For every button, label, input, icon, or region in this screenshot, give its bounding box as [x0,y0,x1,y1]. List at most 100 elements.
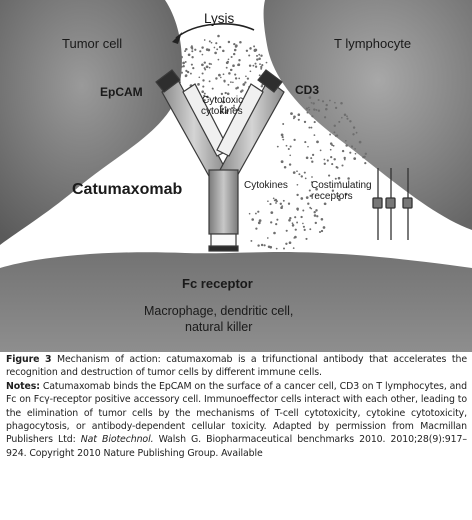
cytokine-dot [329,99,331,102]
cytokine-dot [300,215,303,219]
cytokine-dot [311,160,314,163]
cytokine-dot [203,92,206,95]
cytokine-dot [281,136,284,139]
journal-name: Nat Biotechnol. [80,434,154,446]
cytokine-dot [219,105,223,108]
cytokine-dot [186,70,190,74]
cytokine-dot [300,197,304,200]
mechanism-diagram: Lysis Tumor cell T lymphocyte EpCAM CD3 … [0,0,472,352]
cytokine-dot [303,171,306,174]
cytokine-dot [313,211,316,214]
cytokine-dot [265,61,268,64]
cytokine-dot [294,228,297,231]
cytokine-dot [354,152,357,155]
cytokine-dot [293,117,295,120]
cytokine-dot [307,145,309,148]
cytokine-dot [319,149,322,152]
cytokine-dot [310,181,313,184]
t-lymphocyte-cell [263,0,472,230]
cytokine-dot [293,138,296,142]
cytokine-dot [260,85,264,88]
cytokine-dot [207,98,210,101]
cytokines-label: Cytokines [244,180,288,191]
cytokine-dot [297,113,301,116]
cytokine-dot [236,86,239,89]
cytokine-dot [307,202,310,205]
cytokine-dot [316,215,319,218]
cytokine-dot [289,145,292,148]
cytokine-dot [308,109,311,111]
notes-label: Notes: [6,380,40,392]
cytokine-dot [364,152,367,155]
cytokine-dot [310,126,313,129]
cytokine-dot [254,212,257,215]
lysis-arrowhead [172,32,182,44]
cytokine-dot [282,138,285,141]
cytokine-dot [275,223,278,226]
cytokine-dot [338,198,341,202]
cytokine-dot [246,77,250,80]
costimulating-label-2: receptors [311,191,353,202]
cytokine-dot [239,41,242,44]
cytokine-dot [241,89,244,92]
cytokine-dot [290,112,293,115]
cytokine-dot [326,159,329,162]
cytokine-dot [334,101,336,104]
cytokine-dot [338,181,341,184]
cytokine-dot [311,115,314,118]
cytokine-dot [194,48,197,51]
caption-title-paragraph: Figure 3 Mechanism of action: catumaxoma… [6,353,467,380]
cytokine-dot [180,65,183,68]
cytokine-dot [304,141,307,144]
cytokine-dot [184,60,187,63]
cytokine-dot [300,175,303,178]
cytokine-dot [245,75,247,78]
cytokine-dot [182,61,185,65]
cytokine-dot [211,87,214,90]
cytokine-dot [248,54,251,57]
cytokine-dot [313,121,316,124]
cytokine-dot [192,67,195,70]
cytokine-dot [230,81,232,83]
cytokine-dot [312,102,315,105]
cd3-label: CD3 [295,83,319,97]
cytokine-dot [349,120,352,123]
cytokine-dot [336,166,339,169]
cytokine-dot [288,241,292,245]
cytokine-dot [187,53,191,57]
cytokine-dot [208,62,211,65]
cytokine-dot [287,147,290,151]
cytokine-dot [260,54,263,57]
cytokine-dot [220,76,222,79]
cytokine-dot [227,58,230,61]
figure-number: 3 [44,354,52,365]
cytokine-dots [177,34,367,250]
cytokine-dot [347,177,350,180]
cytokine-dot [185,48,188,51]
cytokine-dot [346,115,348,118]
cytokine-dot [233,104,235,107]
cytokine-dot [306,111,309,114]
cytokine-dot [331,144,334,147]
cytokine-dot [184,50,187,53]
cytokine-dot [203,67,206,70]
cytokine-dot [249,70,252,73]
cytokine-dot [177,73,180,76]
cytokine-dot [215,77,218,80]
cytokine-dot [220,92,224,96]
cytokine-dot [341,164,344,167]
cytokine-dot [288,163,292,166]
cytokine-dot [354,148,356,150]
caption-title: Mechanism of action: catumaxomab is a tr… [6,354,467,379]
cytokine-dot [203,94,206,97]
cytokine-dot [270,221,273,224]
cytokine-dot [349,151,352,154]
costimulating-receptors [372,168,413,240]
cytokine-dot [260,65,263,69]
cytokine-dot [323,162,326,165]
cytokine-dot [323,158,326,161]
cytokine-dot [258,219,262,222]
cytokine-dot [272,197,275,200]
cytokine-dot [292,171,296,174]
cytokine-dot [323,116,327,119]
